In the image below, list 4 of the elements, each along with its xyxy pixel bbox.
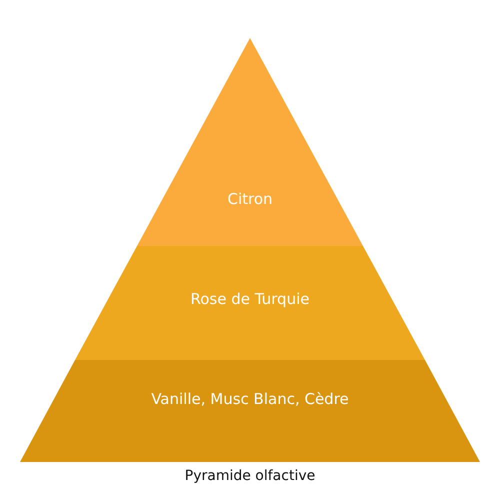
caption: Pyramide olfactive bbox=[184, 468, 316, 484]
tier-label: Citron bbox=[226, 190, 274, 208]
tier-label: Rose de Turquie bbox=[190, 290, 310, 308]
tier-label: Vanille, Musc Blanc, Cèdre bbox=[150, 390, 350, 408]
